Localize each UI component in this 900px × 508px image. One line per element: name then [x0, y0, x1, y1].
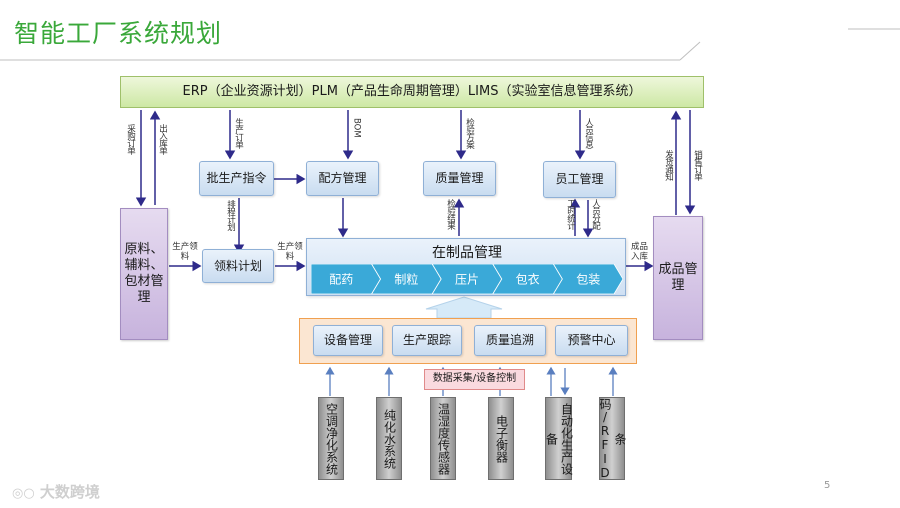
track-label: 生产跟踪: [402, 333, 451, 347]
materials-management-box: 原料、辅料、包材管理: [120, 208, 168, 340]
label-bom: BOM: [351, 118, 362, 138]
equip-label: 设备管理: [323, 333, 372, 347]
finished-label: 成品管理: [658, 261, 698, 293]
picking-plan-box: 领料计划: [202, 249, 274, 283]
alarm-label: 预警中心: [567, 333, 616, 347]
erp-plm-lims-bar: ERP（企业资源计划）PLM（产品生命周期管理）LIMS（实验室信息管理系统）: [120, 76, 704, 108]
label-purchase-order: 采购订单: [125, 124, 136, 154]
page-number: 5: [824, 480, 831, 491]
production-tracking-box: 生产跟踪: [392, 325, 462, 356]
watermark-icon: ◎○: [12, 486, 35, 501]
label-in-out-order: 出入库单: [157, 124, 168, 154]
batch-label: 批生产指令: [206, 171, 267, 185]
device-sensor-label: 温湿度传感器: [436, 402, 451, 475]
label-sales-order: 销售订单: [692, 150, 703, 180]
device-electronic-scale: 电子衡器: [488, 397, 514, 480]
label-inspect-plan: 检验方案: [464, 118, 475, 148]
recipe-label: 配方管理: [318, 171, 367, 185]
process-step-chevron: [492, 264, 563, 294]
label-work-stats: 工时统计: [565, 199, 576, 229]
device-rfid-label: 条码/RFID: [598, 397, 627, 480]
process-step-chevron: [431, 264, 503, 294]
process-step-chevron: [371, 264, 442, 294]
device-hvac-label: 空调净化系统: [324, 402, 339, 475]
header-divider: [0, 28, 900, 61]
process-step-label: 压片: [455, 273, 479, 287]
wip-management-box: 在制品管理 配药 制粒 压片 包衣 包装: [306, 238, 626, 296]
quality-trace-box: 质量追溯: [474, 325, 546, 356]
device-auto-label: 自动化生产设备: [544, 402, 574, 475]
watermark-logo: ◎○ 大数跨境: [12, 481, 100, 502]
process-step-label: 制粒: [394, 272, 418, 287]
materials-label: 原料、辅料、包材管理: [124, 241, 164, 306]
process-step-label: 包衣: [516, 272, 540, 287]
device-scale-label: 电子衡器: [494, 414, 509, 463]
label-prod-order: 生产订单: [233, 118, 244, 148]
picking-label: 领料计划: [213, 258, 262, 273]
device-water-label: 纯化水系统: [382, 408, 397, 469]
finished-products-box: 成品管理: [653, 216, 703, 340]
label-finished-in: 成品入库: [630, 242, 648, 262]
device-hvac: 空调净化系统: [318, 397, 344, 480]
label-staff-assign: 人员分配: [590, 199, 601, 229]
device-purified-water: 纯化水系统: [376, 397, 402, 480]
device-thermo-sensor: 温湿度传感器: [430, 397, 456, 480]
alarm-center-box: 预警中心: [555, 325, 628, 356]
equipment-management-box: 设备管理: [313, 325, 383, 356]
label-schedule-plan: 排程计划: [225, 200, 236, 230]
erp-bar-label: ERP（企业资源计划）PLM（产品生命周期管理）LIMS（实验室信息管理系统）: [182, 83, 642, 99]
page-title: 智能工厂系统规划: [14, 19, 223, 48]
process-step-chevron: [552, 264, 623, 294]
data-acquisition-box: 数据采集/设备控制: [424, 369, 525, 390]
watermark-text: 大数跨境: [39, 483, 100, 501]
process-step-label: 包装: [576, 273, 600, 287]
dataacq-label: 数据采集/设备控制: [432, 373, 517, 385]
quality-label: 质量管理: [435, 171, 484, 185]
device-barcode-rfid: 条码/RFID: [598, 397, 627, 480]
label-inspect-result: 检验结果: [445, 199, 456, 229]
batch-instruction-box: 批生产指令: [199, 161, 274, 196]
process-step-label: 配药: [329, 273, 353, 287]
label-staff-info: 人员信息: [583, 118, 594, 148]
quality-management-box: 质量管理: [423, 161, 496, 196]
up-arrow-shape: [425, 296, 503, 319]
staff-label: 员工管理: [555, 172, 604, 186]
label-ship-notice: 发货通知: [663, 150, 674, 180]
recipe-management-box: 配方管理: [306, 161, 379, 196]
trace-label: 质量追溯: [485, 333, 534, 347]
wip-label: 在制品管理: [432, 245, 502, 261]
label-prod-pick2: 生产领料: [277, 242, 303, 262]
device-automation: 自动化生产设备: [544, 397, 574, 480]
staff-management-box: 员工管理: [543, 161, 616, 198]
label-prod-pick1: 生产领料: [172, 242, 198, 262]
process-chevrons: 配药 制粒 压片 包衣 包装: [311, 264, 623, 294]
